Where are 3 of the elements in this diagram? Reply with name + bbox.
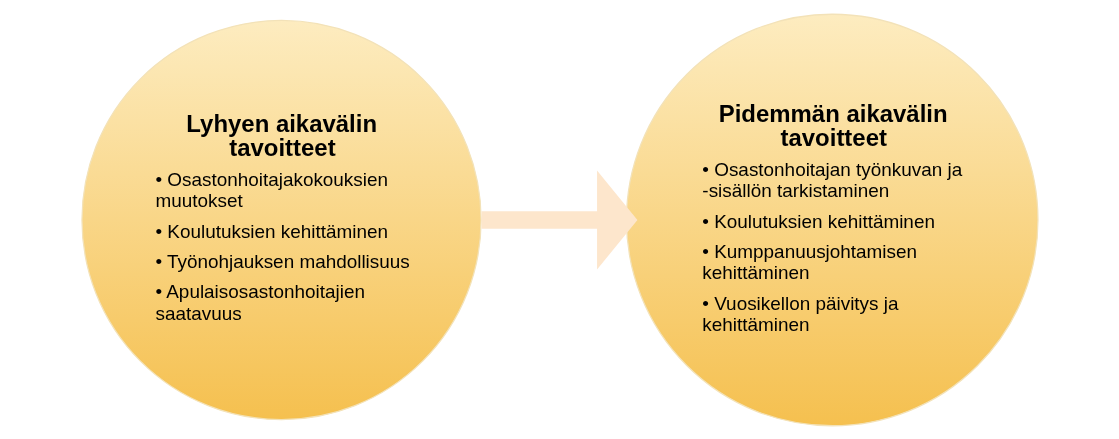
arrow	[481, 170, 637, 269]
node-circle: Lyhyen aikavälin tavoitteet • Osastonhoitajakokouksien muutokset • Koulutuksien kehittäminen • Työnohjauksen mahdollisuus • Apulaisosastonhoitajien saatavuus	[80, 19, 482, 420]
node-circle: Pidemmän aikavälin tavoitteet • Osastonhoitajan työnkuvan ja -sisällön tarkistaminen • Koulutuksien kehittäminen • Kumppanuusjohtamisen kehittäminen • Vuosikellon päivitys ja kehittäminen	[625, 13, 1039, 426]
